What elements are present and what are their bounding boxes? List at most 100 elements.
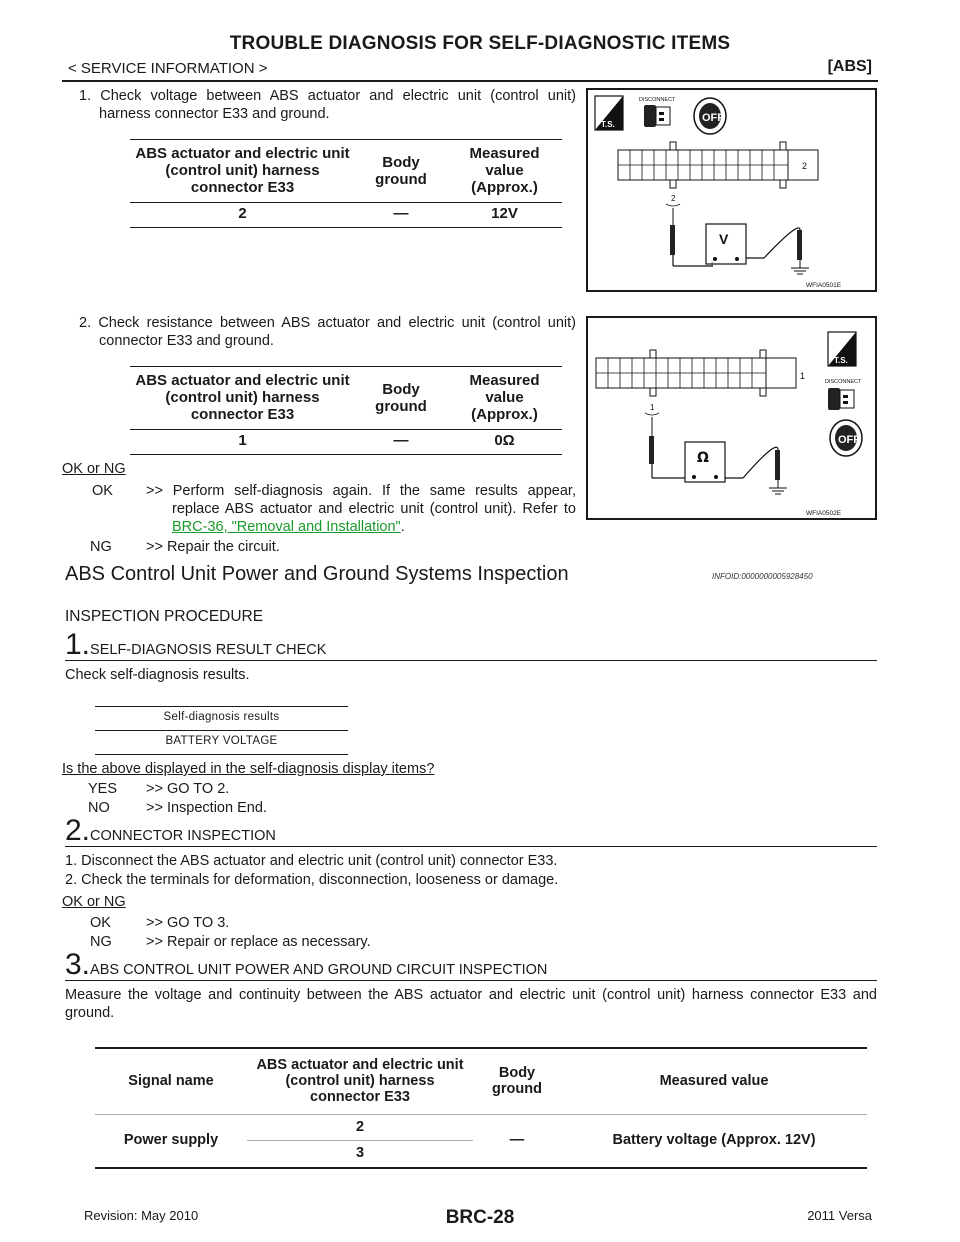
step2-ng-result: >> Repair or replace as necessary. — [146, 934, 371, 950]
step2-line2: 2. Check the terminals for deformation, … — [65, 872, 559, 888]
disconnect-label-2: DISCONNECT — [825, 379, 862, 385]
table1-cell-pin: 2 — [238, 204, 247, 222]
ng-label: NG — [90, 539, 112, 555]
bt-pin-3: 3 — [355, 1145, 365, 1162]
section-tag: [ABS] — [827, 58, 872, 75]
step2-header: 2.CONNECTOR INSPECTION — [65, 816, 276, 846]
sd-table-value: BATTERY VOLTAGE — [165, 735, 278, 747]
ignition-off-icon: OFF — [693, 97, 727, 135]
figure-caption-2: WFIA0502E — [806, 510, 842, 517]
ts-label-2: T.S. — [834, 356, 848, 365]
step1-rule — [65, 660, 877, 661]
disconnect-icon-2: DISCONNECT — [825, 379, 862, 410]
ok-result-body: >> Perform self-diagnosis again. If the … — [146, 483, 576, 517]
ts-label: T.S. — [601, 120, 615, 129]
table1-top-rule — [130, 139, 562, 140]
step1-header: 1.SELF-DIAGNOSIS RESULT CHECK — [65, 630, 326, 660]
table2-header-ground: Body ground — [375, 380, 427, 415]
voltage-figure: T.S. DISCONNECT OFF 2 — [586, 88, 877, 292]
probe-pin-label: 2 — [671, 194, 676, 203]
bt-signal-power: Power supply — [123, 1132, 219, 1149]
step2-title: CONNECTOR INSPECTION — [90, 828, 276, 844]
info-id: INFOID:0000000005928450 — [712, 572, 813, 581]
procedure-title: INSPECTION PROCEDURE — [65, 608, 264, 625]
check-resistance-text: 2. Check resistance between ABS actuator… — [79, 315, 576, 349]
bt-header-signal: Signal name — [128, 1072, 214, 1089]
bt-header-connector: ABS actuator and electric unit (control … — [256, 1056, 464, 1105]
yes-result: >> GO TO 2. — [146, 781, 230, 797]
step3-title: ABS CONTROL UNIT POWER AND GROUND CIRCUI… — [90, 962, 548, 978]
ohmmeter-icon — [684, 441, 726, 483]
table1-header-ground: Body ground — [375, 153, 427, 188]
yes-label: YES — [88, 781, 118, 797]
sd-table-header: Self-diagnosis results — [163, 711, 280, 723]
voltage-diagram: T.S. DISCONNECT OFF 2 — [594, 95, 842, 289]
page-number: BRC-28 — [445, 1207, 515, 1228]
sd-table-bottom-rule — [95, 754, 348, 755]
model-year: 2011 Versa — [807, 1208, 872, 1223]
table1-cell-value: 12V — [491, 204, 518, 222]
connector-pin-label: 2 — [802, 161, 807, 171]
voltmeter-label: V — [719, 231, 729, 247]
step3-rule — [65, 980, 877, 981]
table2-header-connector: ABS actuator and electric unit (control … — [135, 372, 350, 424]
step2-line1: 1. Disconnect the ABS actuator and elect… — [65, 853, 558, 869]
probe-pin-label-2: 1 — [650, 403, 655, 412]
ts-icon: T.S. — [594, 95, 624, 131]
connector-pin-label-2: 1 — [800, 371, 805, 381]
ok-result-text: >> Perform self-diagnosis again. If the … — [146, 483, 576, 535]
sd-table-mid-rule — [95, 730, 348, 731]
header-rule — [62, 80, 878, 82]
step1-question: Is the above displayed in the self-diagn… — [62, 761, 435, 777]
bt-value: Battery voltage (Approx. 12V) — [612, 1132, 816, 1149]
step2-ok-ng: OK or NG — [62, 894, 126, 910]
connector-e33-2: 1 — [595, 349, 805, 397]
step2-ok-result: >> GO TO 3. — [146, 915, 230, 931]
table1-header-connector: ABS actuator and electric unit (control … — [135, 145, 350, 197]
ok-label: OK — [92, 483, 113, 499]
bt-ground: — — [509, 1132, 525, 1149]
disconnect-label: DISCONNECT — [639, 97, 676, 103]
no-label: NO — [88, 800, 110, 816]
resistance-diagram: 1 T.S. DISCONNECT OFF 1 Ω — [595, 331, 863, 517]
table2-top-rule — [130, 366, 562, 367]
table2-cell-pin: 1 — [238, 431, 247, 449]
step2-ng-label: NG — [90, 934, 112, 950]
power-ground-table: Signal name ABS actuator and electric un… — [95, 1048, 867, 1166]
removal-installation-link[interactable]: BRC-36, "Removal and Installation" — [172, 519, 401, 535]
table1-header-value: Measured value (Approx.) — [469, 145, 540, 197]
resistance-table: ABS actuator and electric unit (control … — [130, 367, 562, 451]
table1-bottom-rule — [130, 227, 562, 228]
check-voltage-text: 1. Check voltage between ABS actuator an… — [79, 88, 576, 122]
ignition-off-icon-2: OFF — [829, 419, 863, 457]
step1-text: Check self-diagnosis results. — [65, 667, 250, 683]
resistance-figure: 1 T.S. DISCONNECT OFF 1 Ω — [586, 316, 877, 520]
voltmeter-icon — [705, 223, 747, 265]
sd-table-top-rule — [95, 706, 348, 707]
section-heading: ABS Control Unit Power and Ground System… — [65, 563, 569, 585]
table2-cell-ground: — — [393, 431, 409, 449]
page-title: TROUBLE DIAGNOSIS FOR SELF-DIAGNOSTIC IT… — [229, 33, 731, 54]
ts-icon-2: T.S. — [827, 331, 857, 367]
connector-e33: 2 — [617, 141, 819, 189]
table2-header-value: Measured value (Approx.) — [469, 372, 540, 424]
bottom-table-bottom-rule — [95, 1167, 867, 1169]
ok-ng-heading: OK or NG — [62, 461, 126, 477]
off-label: OFF — [702, 112, 724, 124]
table1-cell-ground: — — [393, 204, 409, 222]
step2-number: 2. — [65, 814, 91, 847]
step3-text: Measure the voltage and continuity betwe… — [65, 987, 877, 1021]
step3-header: 3.ABS CONTROL UNIT POWER AND GROUND CIRC… — [65, 950, 547, 980]
minus-label: − — [733, 261, 737, 268]
bt-header-value: Measured value — [659, 1072, 769, 1089]
bt-pin-2: 2 — [247, 1114, 473, 1141]
bt-header-ground: Body ground — [492, 1064, 542, 1097]
step3-number: 3. — [65, 948, 91, 981]
step1-number: 1. — [65, 628, 91, 661]
step1-title: SELF-DIAGNOSIS RESULT CHECK — [90, 642, 327, 658]
figure-caption: WFIA0501E — [806, 282, 842, 289]
step2-rule — [65, 846, 877, 847]
revision-date: Revision: May 2010 — [84, 1208, 199, 1223]
section-label: < SERVICE INFORMATION > — [68, 60, 268, 77]
no-result: >> Inspection End. — [146, 800, 267, 816]
